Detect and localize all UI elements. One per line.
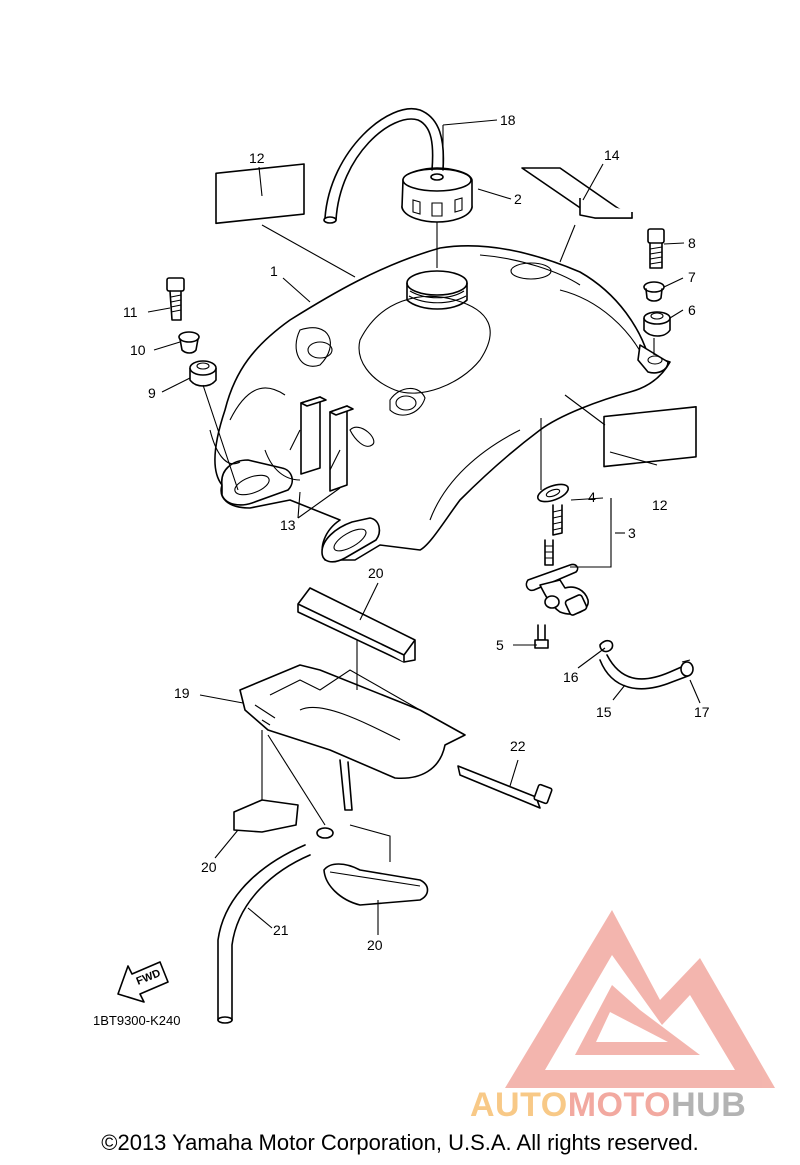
callout-7: 7: [688, 269, 696, 285]
callout-2: 2: [514, 191, 522, 207]
damper-9: [189, 360, 217, 387]
fuel-cock: [525, 483, 589, 616]
callout-6: 6: [688, 302, 696, 318]
emblem-left: [215, 163, 305, 225]
damper-20-left: [233, 799, 299, 833]
drawing-code: 1BT9300-K240: [93, 1013, 181, 1028]
cover-19: [239, 664, 466, 811]
callout-11: 11: [123, 304, 138, 320]
callout-labels: 18 2 14 12 8 7 6 1 11 10 9 12 4 3 13 20 …: [123, 112, 710, 953]
callout-20-left: 20: [201, 859, 217, 875]
callout-13: 13: [280, 517, 296, 533]
emblem-right: [603, 406, 697, 468]
screw-5: [534, 624, 549, 649]
callout-8: 8: [688, 235, 696, 251]
watermark-moto: MOTO: [567, 1086, 672, 1124]
damper-14: [521, 167, 633, 219]
callout-4: 4: [588, 489, 596, 505]
watermark-hub: HUB: [671, 1086, 747, 1124]
dampers-13: [300, 396, 354, 492]
callout-22: 22: [510, 738, 526, 754]
callout-19: 19: [174, 685, 190, 701]
callout-16: 16: [563, 669, 579, 685]
damper-6: [643, 311, 671, 337]
damper-20-top: [297, 587, 416, 663]
damper-20-right: [323, 863, 429, 906]
leader-lines: [147, 119, 701, 935]
watermark-text: AUTOMOTOHUB: [470, 1086, 746, 1125]
clip-17: [680, 659, 694, 677]
callout-5: 5: [496, 637, 504, 653]
callout-12-right: 12: [652, 497, 668, 513]
callout-18: 18: [500, 112, 516, 128]
callout-15: 15: [596, 704, 612, 720]
callout-9: 9: [148, 385, 156, 401]
callout-21: 21: [273, 922, 289, 938]
callout-12-top: 12: [249, 150, 265, 166]
callout-1: 1: [270, 263, 278, 279]
callout-14: 14: [604, 147, 620, 163]
collar-7: [643, 281, 665, 302]
callout-17: 17: [694, 704, 710, 720]
callout-3: 3: [628, 525, 636, 541]
fuel-tank: [209, 245, 671, 563]
watermark-auto: AUTO: [470, 1086, 568, 1124]
callout-20-top: 20: [368, 565, 384, 581]
watermark-logo: [505, 910, 775, 1088]
copyright-notice: ©2013 Yamaha Motor Corporation, U.S.A. A…: [101, 1130, 699, 1155]
fuel-hose-15: [599, 654, 689, 690]
callout-20-right: 20: [367, 937, 383, 953]
callout-10: 10: [130, 342, 146, 358]
bolt-11: [166, 277, 185, 321]
fuel-cap: [401, 167, 473, 223]
bolt-8: [647, 228, 665, 269]
strap-22: [457, 765, 553, 809]
hose-21: [217, 827, 334, 1024]
breather-hose: [323, 107, 445, 224]
fwd-arrow: FWD: [117, 961, 169, 1003]
collar-10: [178, 331, 200, 354]
